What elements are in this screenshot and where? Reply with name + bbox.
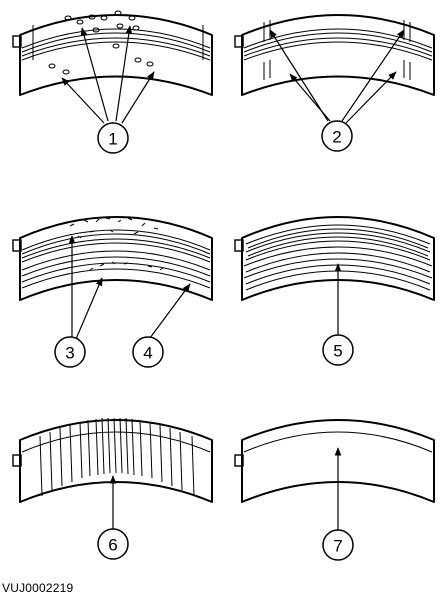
- callout-1-label: 1: [108, 130, 117, 149]
- callout-4-circle: [132, 336, 164, 368]
- callout-4-label: 4: [143, 344, 152, 363]
- bearing-shell-normal: 7: [234, 419, 435, 561]
- callout-6-circle: [97, 528, 129, 560]
- callout-3-circle: [54, 336, 86, 368]
- callout-7-label: 7: [333, 537, 342, 556]
- bearing-shell-debris: 3 4: [12, 216, 213, 368]
- bearing-shell-wiping: 5: [234, 216, 435, 366]
- bearing-shell-scoring: 2: [234, 14, 435, 152]
- callout-5-circle: [322, 334, 354, 366]
- callout-5-label: 5: [333, 342, 342, 361]
- figure-code: VUJ0002219: [2, 581, 74, 595]
- bearing-shell-pitting: 1: [12, 10, 213, 154]
- callout-1-circle: [97, 122, 129, 154]
- callout-6-label: 6: [108, 536, 117, 555]
- callout-2-label: 2: [332, 128, 341, 147]
- bearing-shell-uneven-wear: 6: [12, 417, 213, 560]
- callout-7-circle: [322, 529, 354, 561]
- callout-3-label: 3: [65, 344, 74, 363]
- callout-2-circle: [321, 120, 353, 152]
